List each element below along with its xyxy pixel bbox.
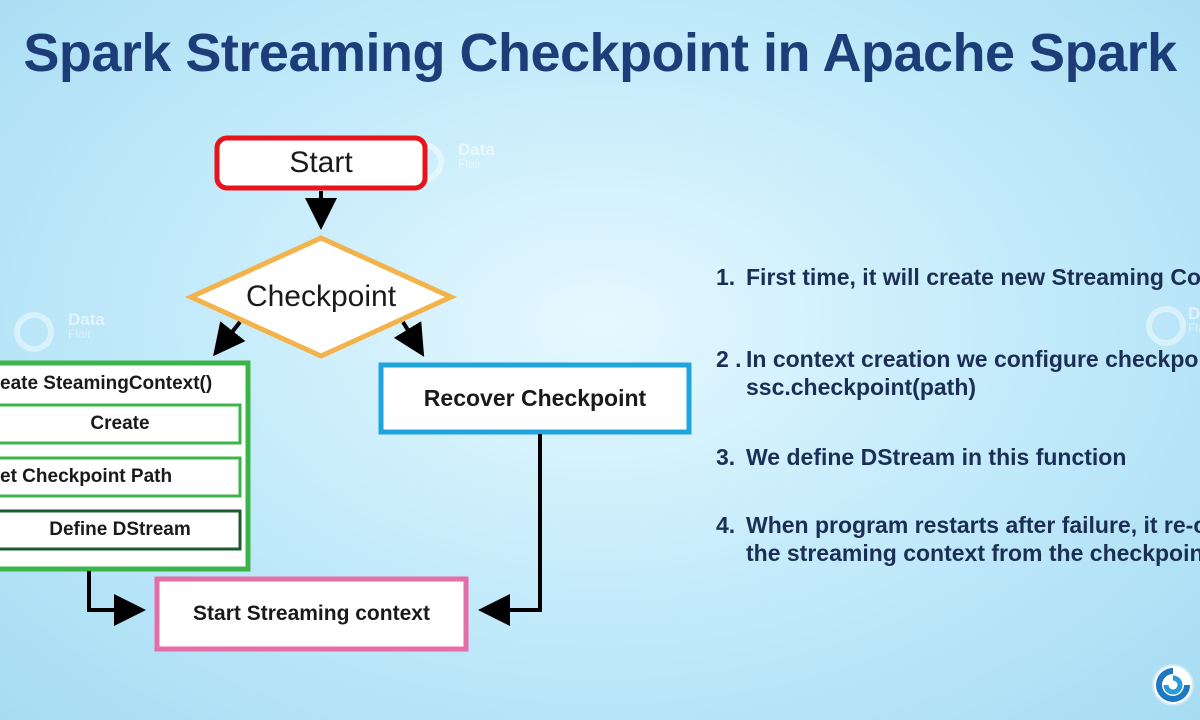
arrow-checkpoint-to-recover bbox=[393, 320, 425, 357]
define-dstream-label: Define DStream bbox=[49, 519, 191, 540]
define-dstream-item-box bbox=[0, 509, 242, 551]
step-text: First time, it will create new Streaming… bbox=[746, 264, 1200, 290]
watermark-brand: Data bbox=[68, 310, 105, 329]
watermark-sub: Flair bbox=[458, 157, 482, 171]
diagram-title: Spark Streaming Checkpoint in Apache Spa… bbox=[23, 23, 1177, 83]
step-text: We define DStream in this function bbox=[746, 444, 1127, 470]
step-number: 3. bbox=[716, 444, 736, 470]
step-text-continued: ssc.checkpoint(path) bbox=[746, 374, 977, 400]
watermark-text: Data Flair bbox=[1188, 306, 1200, 336]
checkpoint-node-label: Checkpoint bbox=[245, 280, 397, 313]
dataflair-logo-icon bbox=[1152, 664, 1194, 706]
start-streaming-box bbox=[154, 576, 469, 652]
step-item: 1. First time, it will create new Stream… bbox=[716, 262, 1200, 292]
start-node-label: Start bbox=[289, 146, 353, 179]
recover-checkpoint-label: Recover Checkpoint bbox=[423, 385, 647, 411]
step-text: In context creation we configure checkpo… bbox=[746, 346, 1200, 372]
watermark-brand: Data bbox=[1188, 306, 1200, 323]
watermark-text: Data Flair bbox=[68, 310, 105, 342]
watermark-brand: Data bbox=[458, 140, 495, 159]
recover-checkpoint-box bbox=[378, 362, 692, 435]
create-context-title: eate SteamingContext() bbox=[0, 373, 213, 394]
set-checkpoint-path-item-box bbox=[0, 456, 242, 498]
create-item-label: Create bbox=[90, 413, 150, 434]
step-item: 4. When program restarts after failure, … bbox=[716, 510, 1200, 540]
step-number: 1. bbox=[716, 264, 736, 290]
watermark-sub: Flair bbox=[68, 327, 92, 341]
checkpoint-decision-diamond bbox=[184, 235, 458, 359]
watermark-logo-icon bbox=[1146, 306, 1186, 346]
watermark-logo-icon bbox=[14, 312, 54, 352]
step-item: 2 . In context creation we configure che… bbox=[716, 344, 1200, 374]
start-streaming-label: Start Streaming context bbox=[193, 602, 430, 625]
watermark-sub: Flair bbox=[1188, 321, 1200, 335]
arrow-create-to-start-streaming bbox=[87, 571, 146, 626]
arrow-checkpoint-to-create bbox=[213, 320, 246, 357]
step-text-continued: the streaming context from the checkpoin… bbox=[746, 540, 1200, 566]
start-node-box bbox=[214, 135, 428, 191]
explanation-steps: 1. First time, it will create new Stream… bbox=[716, 258, 1200, 578]
set-checkpoint-path-label: et Checkpoint Path bbox=[0, 466, 173, 487]
step-item: 3. We define DStream in this function bbox=[716, 442, 1126, 472]
step-item: ssc.checkpoint(path) bbox=[716, 372, 976, 402]
step-text: When program restarts after failure, it … bbox=[746, 512, 1200, 538]
step-number: 2 . bbox=[716, 346, 742, 372]
arrow-recover-to-start-streaming bbox=[478, 434, 542, 626]
step-item: the streaming context from the checkpoin… bbox=[716, 538, 1200, 568]
watermark-text: Data Flair bbox=[458, 140, 495, 172]
create-item-box bbox=[0, 403, 242, 445]
step-number: 4. bbox=[716, 512, 736, 538]
